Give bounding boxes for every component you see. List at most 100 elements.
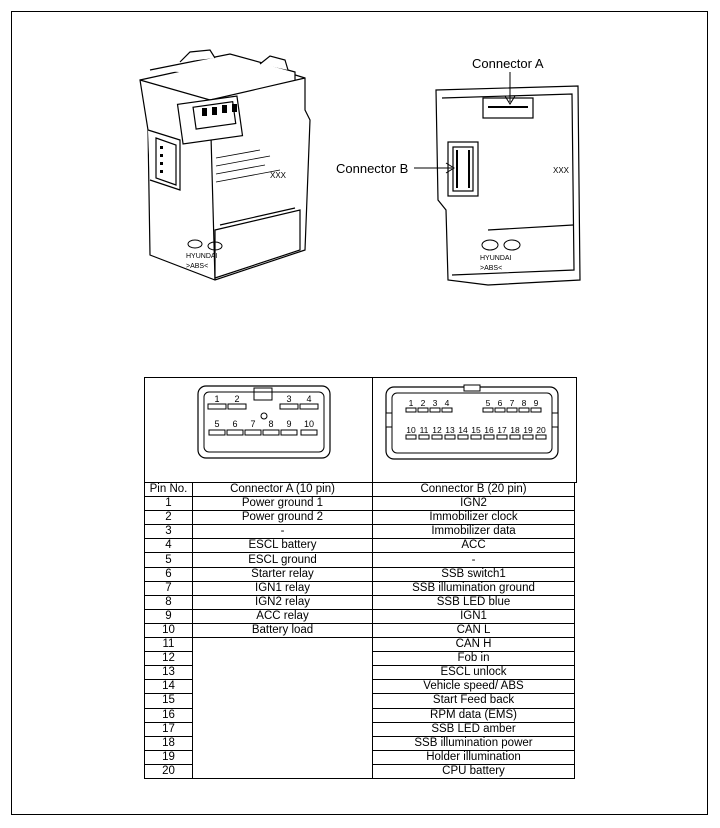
pin-label: 7 <box>250 419 255 429</box>
pin-socket <box>417 407 429 413</box>
table-row: 13 ESCL unlock <box>144 665 575 681</box>
connector-a-cell: Starter relay <box>192 566 373 582</box>
header-pin-no: Pin No. <box>144 481 193 498</box>
connector-b-cell: ESCL unlock <box>372 665 575 681</box>
pin-socket <box>506 407 518 413</box>
pin-number-cell: 6 <box>144 566 193 582</box>
pin-number-cell: 14 <box>144 679 193 695</box>
pin-label: 12 <box>432 425 442 435</box>
pin-label: 11 <box>420 425 429 435</box>
abs-mark-left: >ABS< <box>186 263 208 270</box>
pin-label: 8 <box>522 398 527 408</box>
pin-assignment-table: Pin No. Connector A (10 pin) Connector B… <box>144 481 575 779</box>
header-connector-b: Connector B (20 pin) <box>372 481 575 498</box>
pin-label: 6 <box>232 419 237 429</box>
pin-number-cell: 3 <box>144 524 193 540</box>
connector-b-cell: Start Feed back <box>372 693 575 709</box>
pin-label: 15 <box>471 425 481 435</box>
pin-label: 3 <box>433 398 438 408</box>
table-row: 15 Start Feed back <box>144 693 575 709</box>
pin-number-cell: 20 <box>144 763 193 779</box>
smartkey-module-left-illustration: XXX HYUNDAI >ABS< <box>139 49 311 281</box>
connector-a-cell <box>192 708 373 723</box>
pin-socket <box>226 429 244 436</box>
pin-number-cell: 11 <box>144 637 193 653</box>
pin-label: 18 <box>510 425 520 435</box>
pin-label: 9 <box>286 419 291 429</box>
connector-b-cell: IGN2 <box>372 496 575 512</box>
connector-b-cell: CPU battery <box>372 763 575 779</box>
connector-b-cell: CAN H <box>372 637 575 653</box>
pin-socket <box>262 429 280 436</box>
pin-label: 16 <box>484 425 494 435</box>
pin-label: 5 <box>214 419 219 429</box>
case-text-left: XXX <box>270 171 287 180</box>
connector-b-cell: - <box>372 552 575 568</box>
pin-socket <box>405 434 417 440</box>
pin-label: 1 <box>409 398 414 408</box>
connector-a-cell <box>192 693 373 708</box>
pin-number-cell: 15 <box>144 693 193 709</box>
pin-label: 13 <box>445 425 455 435</box>
pin-number-cell: 8 <box>144 594 193 610</box>
connector-a-cell <box>192 679 373 694</box>
pin-label: 14 <box>458 425 468 435</box>
pin-number-cell: 18 <box>144 735 193 751</box>
connector-b-cell: Immobilizer clock <box>372 510 575 526</box>
pin-socket <box>405 407 417 413</box>
pin-label: 2 <box>234 394 239 404</box>
connector-b-cell: CAN L <box>372 622 575 639</box>
pin-socket <box>496 434 508 440</box>
connector-a-cell: - <box>192 524 373 540</box>
pin-label: 7 <box>510 398 515 408</box>
pin-label: 2 <box>421 398 426 408</box>
diagram-frame <box>11 11 708 815</box>
pin-number-cell: 19 <box>144 749 193 765</box>
pin-socket <box>431 434 443 440</box>
pin-socket <box>429 407 441 413</box>
table-row: 14 Vehicle speed/ ABS <box>144 679 575 695</box>
brand-text-left: HYUNDAI <box>186 253 218 260</box>
pin-number-cell: 7 <box>144 580 193 596</box>
pin-socket <box>280 429 298 436</box>
table-header-row: Pin No. Connector A (10 pin) Connector B… <box>144 481 575 498</box>
pin-number-cell: 13 <box>144 665 193 681</box>
connector-b-cell: SSB switch1 <box>372 566 575 582</box>
table-row: 11 CAN H <box>144 637 575 653</box>
connector-b-cell: IGN1 <box>372 608 575 624</box>
connector-a-cell <box>192 722 373 737</box>
pin-label: 10 <box>304 419 314 429</box>
abs-mark-right: >ABS< <box>480 265 502 272</box>
pin-label: 8 <box>268 419 273 429</box>
connector-b-cell: Vehicle speed/ ABS <box>372 679 575 695</box>
pin-socket <box>300 429 318 436</box>
pin-label: 17 <box>497 425 507 435</box>
pin-label: 5 <box>486 398 491 408</box>
pin-number-cell: 1 <box>144 496 193 512</box>
pin-socket <box>494 407 506 413</box>
pin-label: 9 <box>534 398 539 408</box>
pin-label: 6 <box>498 398 503 408</box>
pin-socket <box>522 434 534 440</box>
pin-socket <box>483 434 495 440</box>
connector-a-cell <box>192 750 373 765</box>
pin-number-cell: 10 <box>144 622 193 639</box>
connector-b-cell: Immobilizer data <box>372 524 575 540</box>
pin-number-cell: 2 <box>144 510 193 526</box>
connector-a-cell: IGN2 relay <box>192 594 373 610</box>
pin-label: 10 <box>406 425 416 435</box>
connector-b-cell: ACC <box>372 538 575 554</box>
pin-label: 3 <box>286 394 291 404</box>
pin-label: 19 <box>523 425 533 435</box>
callout-leaders <box>414 72 516 174</box>
connector-a-callout: Connector A <box>472 56 544 71</box>
